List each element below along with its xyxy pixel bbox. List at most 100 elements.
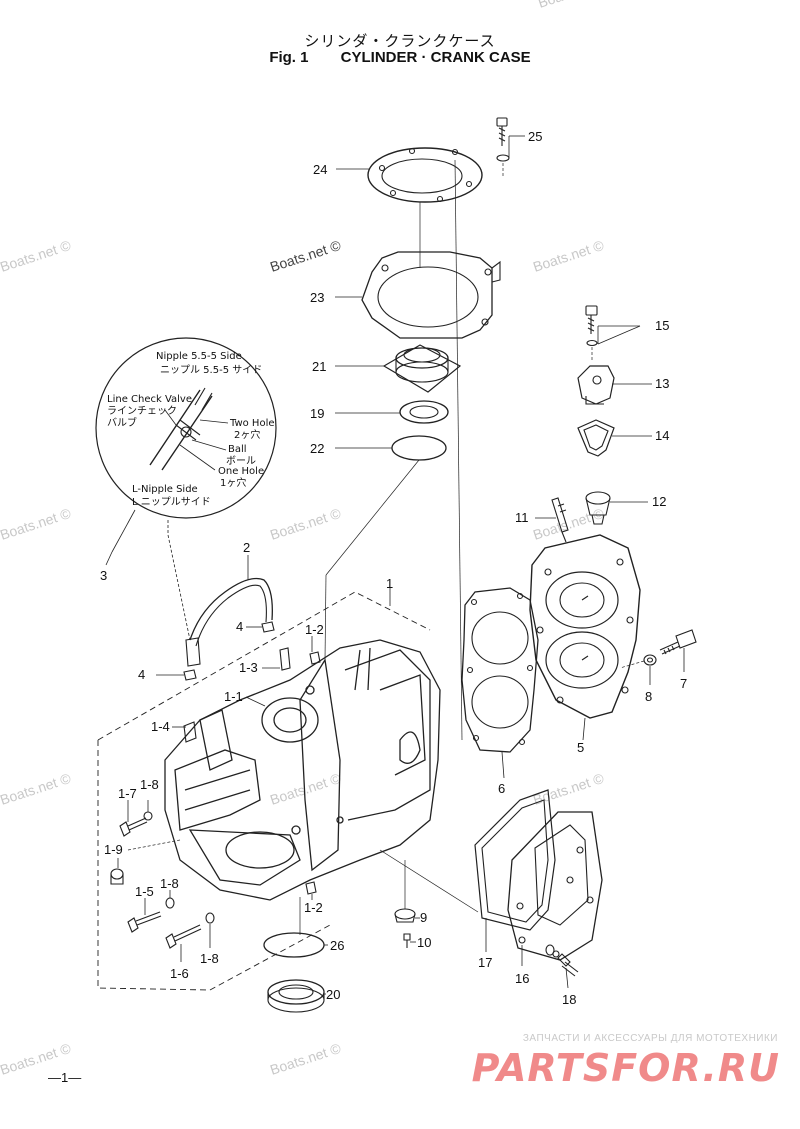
detail-label: バルブ	[107, 416, 137, 429]
part-7-bolt	[659, 629, 697, 655]
callout-9: 9	[420, 910, 427, 925]
callout-11: 11	[515, 510, 529, 525]
callout-22: 22	[310, 441, 324, 456]
part-15-bolt	[585, 305, 598, 347]
callout-26: 26	[330, 938, 344, 953]
callout-1-1: 1-1	[224, 689, 243, 704]
brand-logo: PARTSFOR.RU	[471, 1046, 780, 1090]
detail-label: ボール	[226, 455, 256, 467]
callout-1-8c: 1-8	[200, 951, 219, 966]
part-8-washer	[643, 654, 657, 666]
watermark: Boats.net ©	[268, 1040, 343, 1078]
callout-10: 10	[417, 935, 431, 950]
callout-5: 5	[577, 740, 584, 755]
callout-1-2a: 1-2	[305, 622, 324, 637]
part-1-7-bolt	[119, 817, 148, 837]
detail-label: Two Hole	[229, 418, 275, 429]
callout-17: 17	[478, 955, 492, 970]
part-1-8-washer	[143, 811, 215, 924]
watermark: Boats.net ©	[268, 505, 343, 543]
figure-title: CYLINDER · CRANK CASE	[340, 49, 531, 66]
callout-1-8a: 1-8	[140, 777, 159, 792]
part-20-oil-seal	[267, 979, 325, 1013]
callout-1-5: 1-5	[135, 884, 154, 899]
callout-1-4: 1-4	[151, 719, 170, 734]
part-23-gasket	[361, 251, 501, 339]
detail-label: Nipple 5.5-5 Side	[156, 351, 242, 362]
part-10-screw	[403, 933, 411, 948]
callout-8: 8	[645, 689, 652, 704]
callout-1-3: 1-3	[239, 660, 258, 675]
detail-check-valve: Nipple 5.5-5 Side ニップル 5.5-5 サイド Line Ch…	[95, 337, 277, 519]
part-18-bolt	[545, 944, 579, 977]
callout-labels: 25 24 23 21 19 22 15 13 14 12 11 2 3 1 4…	[100, 129, 687, 1007]
callout-13: 13	[655, 376, 669, 391]
callout-4a: 4	[236, 619, 243, 634]
part-14-gasket	[577, 419, 615, 457]
callout-1-2b: 1-2	[304, 900, 323, 915]
watermark: Boats.net ©	[0, 505, 73, 543]
part-17-gasket	[474, 789, 556, 931]
callout-1: 1	[386, 576, 393, 591]
part-1-6-bolt	[165, 924, 202, 949]
callout-1-6: 1-6	[170, 966, 189, 981]
part-6-head-gasket	[461, 587, 539, 753]
callout-14: 14	[655, 428, 669, 443]
part-21-seal-housing	[382, 344, 462, 393]
page-number: —1—	[48, 1070, 82, 1085]
diagram-title: Fig. 1 CYLINDER · CRANK CASE	[0, 49, 800, 66]
part-1-crankcase-outline	[97, 591, 431, 991]
part-1-3-fitting	[279, 647, 291, 671]
callout-18: 18	[562, 992, 576, 1007]
part-24-plate	[367, 147, 483, 203]
detail-label: ニップル 5.5-5 サイド	[160, 364, 262, 376]
part-5-cylinder-head	[529, 534, 641, 719]
detail-label: One Hole	[218, 466, 264, 477]
part-2-hose	[189, 577, 273, 647]
detail-label: Ball	[228, 444, 247, 455]
watermark: Boats.net ©	[536, 0, 611, 11]
detail-label: Line Check Valve	[107, 394, 192, 405]
callout-7: 7	[680, 676, 687, 691]
part-1-9-plug	[110, 868, 124, 885]
callout-2: 2	[243, 540, 250, 555]
watermark: Boats.net ©	[0, 237, 73, 275]
callout-23: 23	[310, 290, 324, 305]
callout-25: 25	[528, 129, 542, 144]
diagram-title-jp: シリンダ・クランクケース	[304, 32, 496, 50]
watermark: Boats.net ©	[531, 770, 606, 808]
detail-label: 1ヶ穴	[220, 476, 246, 489]
figure-number: Fig. 1	[269, 49, 309, 66]
detail-label: L-Nipple Side	[132, 484, 198, 495]
callout-16: 16	[515, 971, 529, 986]
callout-24: 24	[313, 162, 327, 177]
part-9-grommet	[394, 908, 416, 923]
part-16-cover	[507, 811, 603, 961]
callout-1-8b: 1-8	[160, 876, 179, 891]
callout-4b: 4	[138, 667, 145, 682]
callout-19: 19	[310, 406, 324, 421]
callout-1-9: 1-9	[104, 842, 123, 857]
callout-6: 6	[498, 781, 505, 796]
part-1-4-nipple	[183, 721, 197, 743]
part-11-spark-plug	[551, 497, 569, 543]
part-12-thermostat	[585, 491, 611, 525]
part-22-o-ring	[391, 435, 447, 461]
brand-tagline: ЗАПЧАСТИ И АКСЕССУАРЫ ДЛЯ МОТОТЕХНИКИ	[522, 1033, 778, 1044]
part-4-clip	[183, 621, 275, 681]
callout-3: 3	[100, 568, 107, 583]
watermark: Boats.net ©	[0, 770, 73, 808]
callout-15: 15	[655, 318, 669, 333]
callout-12: 12	[652, 494, 666, 509]
callout-21: 21	[312, 359, 326, 374]
watermark-group: Boats.net © Boats.net © Boats.net © Boat…	[0, 0, 611, 1078]
detail-label: ラインチェック	[107, 405, 177, 417]
part-1-5-bolt	[127, 911, 162, 933]
detail-label: 2ヶ穴	[234, 428, 260, 441]
part-1-crankcase-body	[164, 639, 441, 901]
watermark: Boats.net ©	[268, 237, 343, 275]
part-19-oil-seal	[399, 400, 449, 424]
part-13-thermostat-cover	[577, 365, 615, 405]
detail-label: L ニップルサイド	[132, 496, 211, 508]
